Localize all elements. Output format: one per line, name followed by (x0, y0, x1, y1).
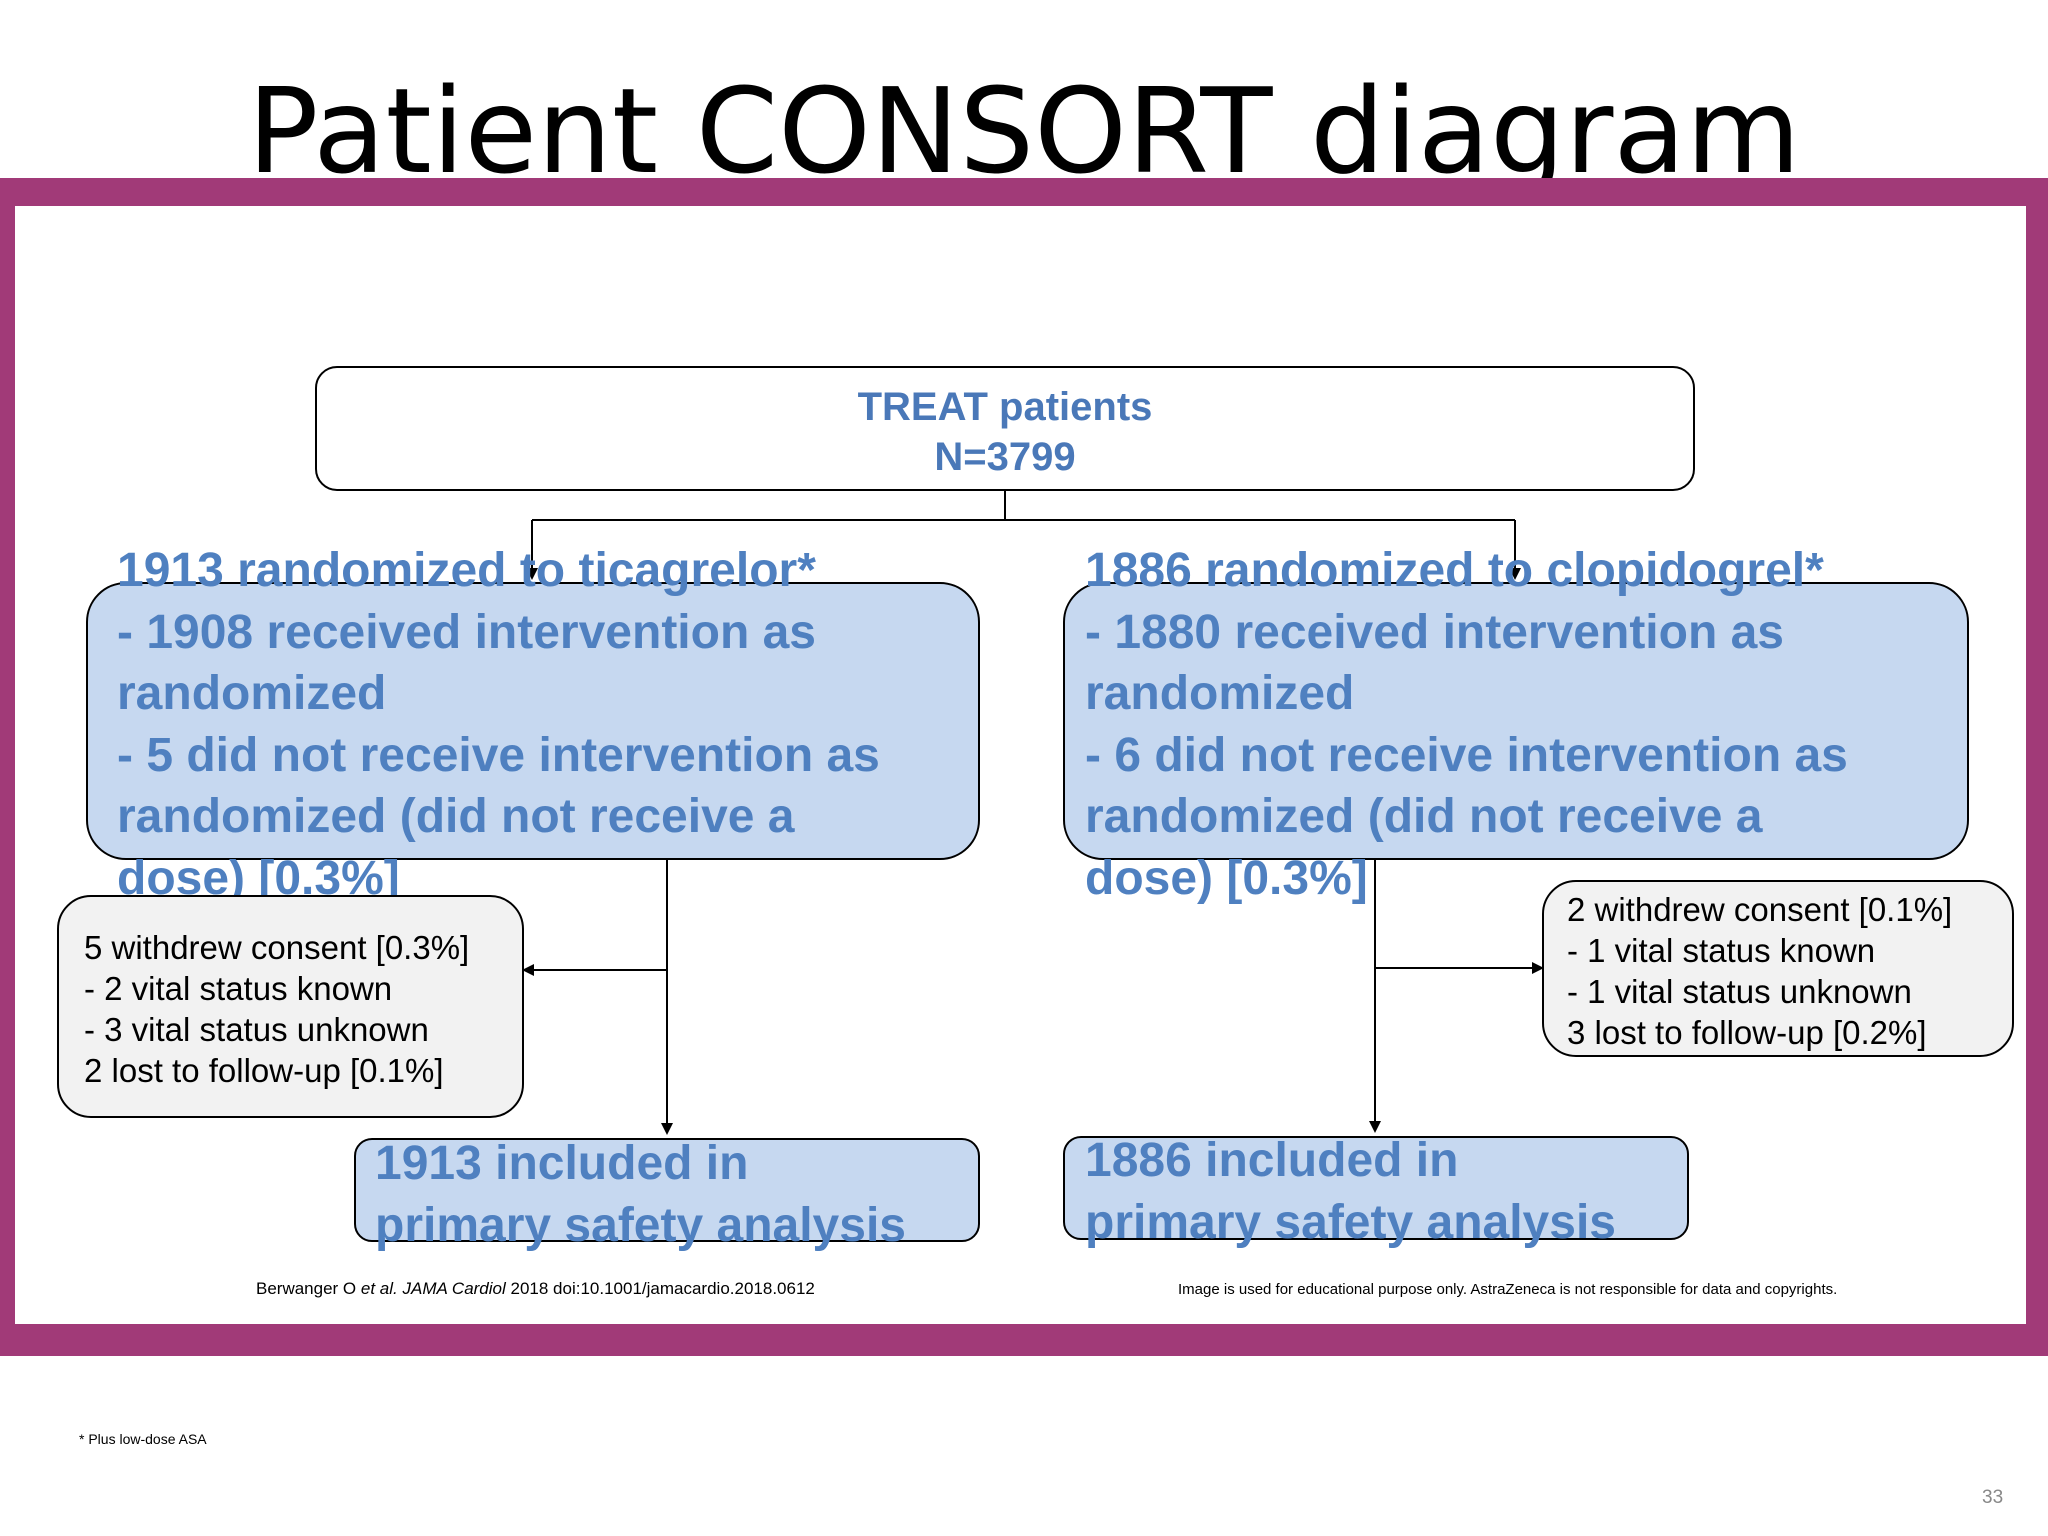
treat-patients-count: N=3799 (934, 435, 1076, 479)
clopidogrel-included-text: 1886 included in primary safety analysis (1085, 1134, 1616, 1249)
citation-authors: Berwanger O (256, 1279, 361, 1298)
citation: Berwanger O et al. JAMA Cardiol 2018 doi… (256, 1279, 815, 1299)
ticagrelor-lost-text: 5 withdrew consent [0.3%] - 2 vital stat… (84, 929, 470, 1089)
footnote: * Plus low-dose ASA (79, 1431, 207, 1447)
treat-patients-box: TREAT patients N=3799 (315, 366, 1695, 491)
ticagrelor-included-text: 1913 included in primary safety analysis (375, 1137, 906, 1252)
clopidogrel-lost-text: 2 withdrew consent [0.1%] - 1 vital stat… (1567, 891, 1953, 1051)
ticagrelor-included-box (354, 1138, 980, 1242)
page-number: 33 (1982, 1487, 2004, 1508)
clopidogrel-randomized-text: 1886 randomized to clopidogrel* - 1880 r… (1085, 544, 1848, 905)
clopidogrel-lost-box (1542, 880, 2014, 1057)
clopidogrel-randomized-box (1063, 582, 1969, 860)
disclaimer: Image is used for educational purpose on… (1178, 1281, 1838, 1298)
ticagrelor-randomized-text: 1913 randomized to ticagrelor* - 1908 re… (117, 544, 880, 905)
citation-journal: JAMA Cardiol (402, 1279, 506, 1298)
citation-rest: 2018 doi:10.1001/jamacardio.2018.0612 (505, 1279, 815, 1298)
citation-etal: et al. (360, 1279, 398, 1298)
slide-title: Patient CONSORT diagram (247, 62, 1801, 200)
ticagrelor-lost-box (57, 895, 524, 1118)
clopidogrel-included-box (1063, 1136, 1689, 1240)
treat-patients-label: TREAT patients (857, 385, 1153, 429)
ticagrelor-randomized-box (86, 582, 980, 860)
